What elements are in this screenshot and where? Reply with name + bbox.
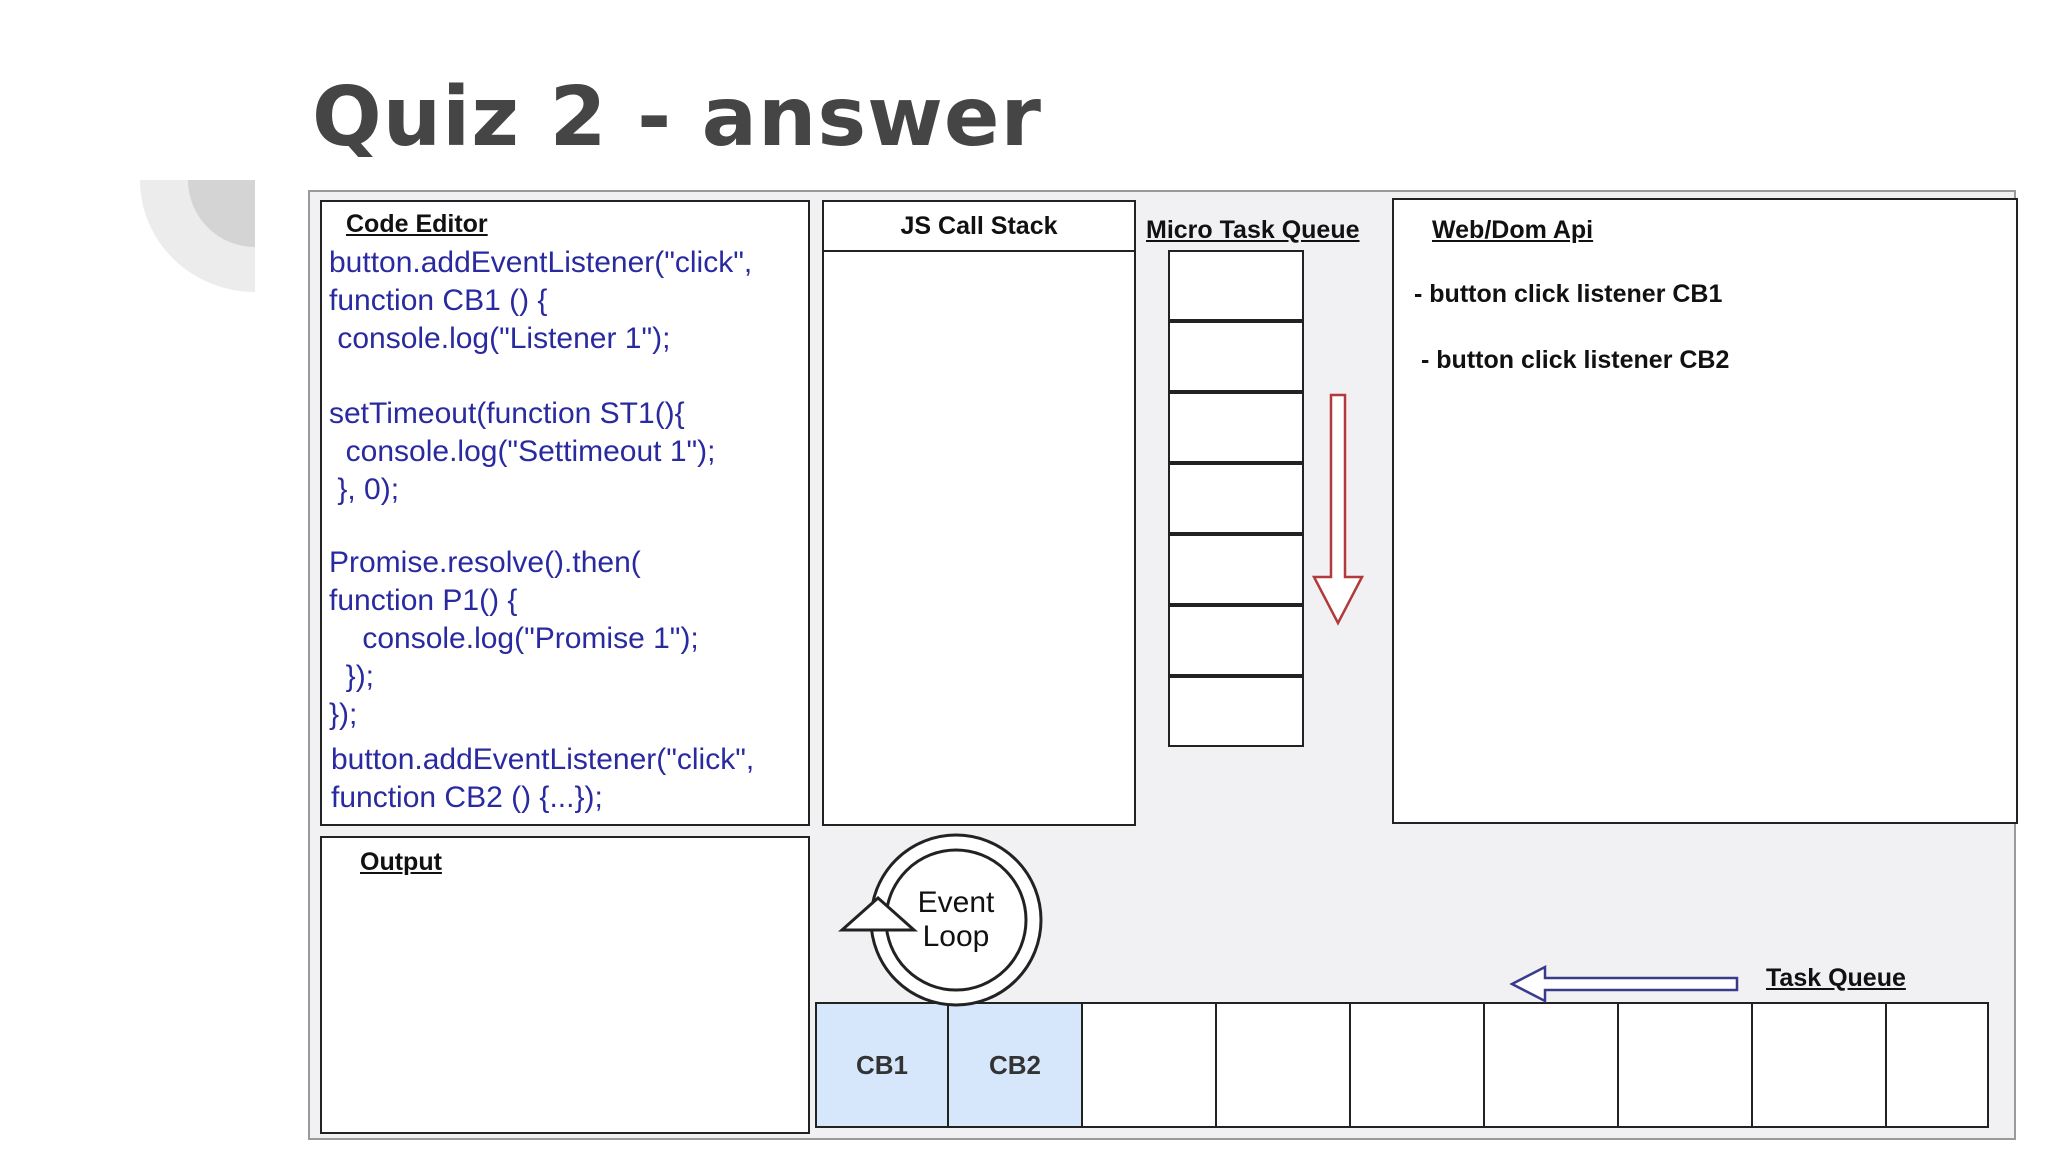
code-line: function CB2 () {...});	[331, 781, 603, 814]
decorative-arc-shape	[140, 180, 255, 292]
web-api-item: - button click listener CB1	[1414, 280, 1723, 308]
js-call-stack-label: JS Call Stack	[824, 202, 1134, 252]
slide-title: Quiz 2 - answer	[312, 70, 1042, 165]
micro-task-slot	[1168, 392, 1304, 463]
micro-task-slot	[1168, 250, 1304, 321]
output-label: Output	[360, 848, 442, 876]
task-queue-label: Task Queue	[1766, 964, 1906, 992]
web-api-item: - button click listener CB2	[1421, 346, 1730, 374]
task-queue-slot	[1483, 1002, 1619, 1128]
code-line: console.log("Promise 1");	[329, 622, 699, 655]
code-line: function CB1 () {	[329, 284, 548, 317]
task-queue-slot: CB1	[815, 1002, 949, 1128]
task-queue-slot: CB2	[947, 1002, 1083, 1128]
micro-task-slot	[1168, 534, 1304, 605]
js-call-stack-panel: JS Call Stack	[822, 200, 1136, 826]
event-loop-label: Event Loop	[896, 886, 1016, 953]
code-line: console.log("Settimeout 1");	[329, 435, 716, 468]
task-queue-item: CB2	[988, 1049, 1041, 1080]
task-queue-row: CB1 CB2	[815, 1002, 1989, 1128]
micro-task-slot	[1168, 321, 1304, 392]
output-panel	[320, 836, 810, 1134]
code-editor-label: Code Editor	[346, 210, 488, 238]
micro-task-slot	[1168, 676, 1304, 747]
code-line: }, 0);	[329, 473, 400, 506]
micro-task-slot	[1168, 463, 1304, 534]
code-line: Promise.resolve().then(	[329, 546, 641, 579]
task-queue-slot	[1215, 1002, 1351, 1128]
code-line: console.log("Listener 1");	[329, 322, 671, 355]
event-loop-label-line1: Event	[917, 886, 995, 919]
code-line: button.addEventListener("click",	[331, 743, 755, 776]
web-dom-api-label: Web/Dom Api	[1432, 216, 1594, 244]
micro-task-queue-column	[1168, 250, 1304, 747]
code-line: function P1() {	[329, 584, 518, 617]
event-loop-label-line2: Loop	[922, 919, 990, 953]
task-queue-slot	[1081, 1002, 1217, 1128]
micro-task-slot	[1168, 605, 1304, 676]
task-queue-slot	[1751, 1002, 1887, 1128]
task-queue-slot	[1349, 1002, 1485, 1128]
task-queue-item: CB1	[855, 1049, 908, 1080]
task-queue-slot	[1617, 1002, 1753, 1128]
code-line: });	[329, 698, 358, 731]
code-line: setTimeout(function ST1(){	[329, 397, 685, 430]
task-queue-slot	[1885, 1002, 1989, 1128]
code-line: });	[329, 660, 375, 693]
web-dom-api-panel	[1392, 198, 2018, 824]
code-line: button.addEventListener("click",	[329, 246, 753, 279]
code-editor-panel	[320, 200, 810, 826]
micro-task-queue-label: Micro Task Queue	[1146, 216, 1360, 244]
